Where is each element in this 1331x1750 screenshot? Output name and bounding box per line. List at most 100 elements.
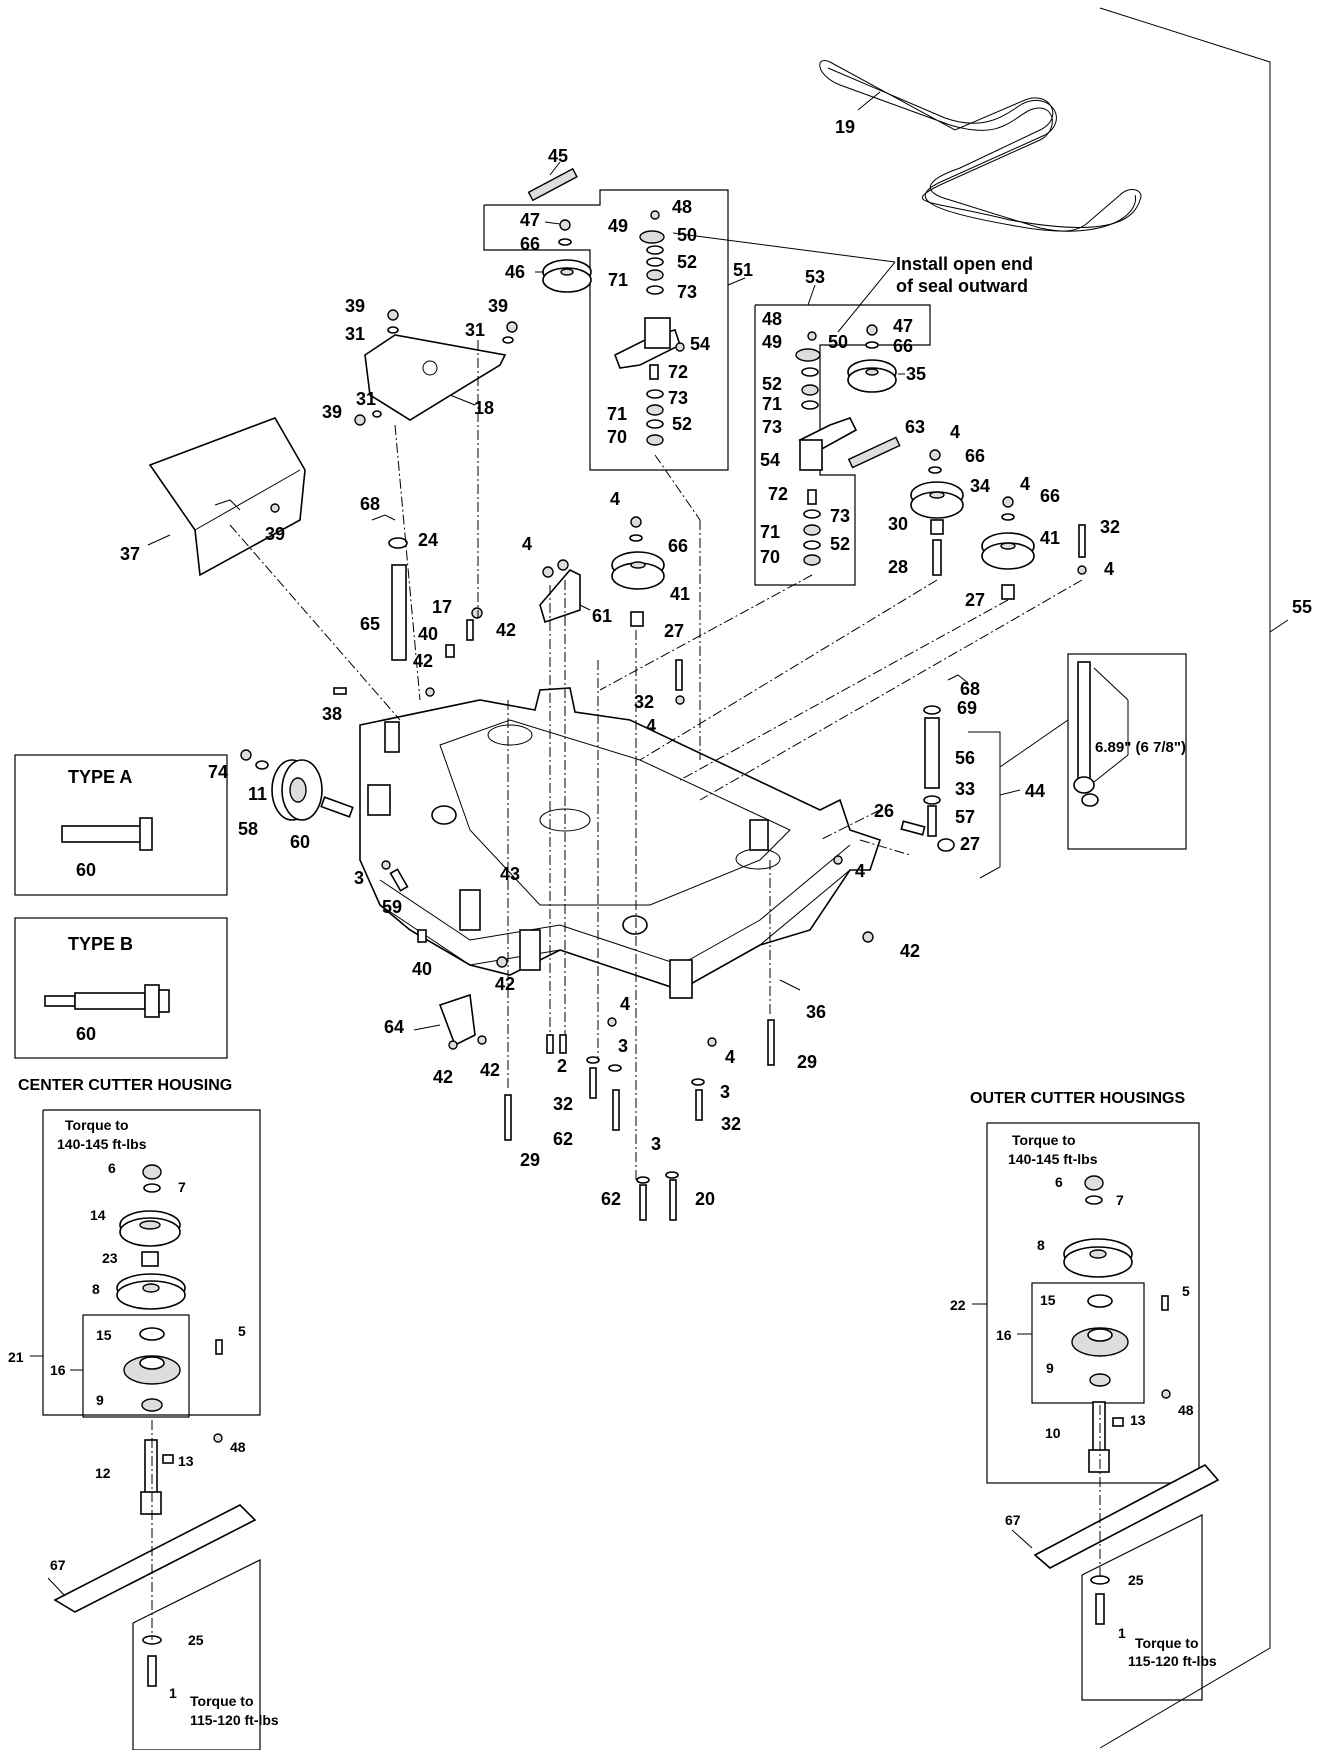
center-cutter-title: CENTER CUTTER HOUSING: [18, 1077, 232, 1094]
callout-35: 35: [906, 364, 926, 384]
callout-40a: 40: [418, 624, 438, 644]
type-b-label: TYPE B: [68, 934, 133, 954]
callout-44: 44: [1025, 781, 1045, 801]
callout-31a: 31: [345, 324, 365, 344]
callout-27b: 27: [965, 590, 985, 610]
callout-52c: 52: [762, 374, 782, 394]
callout-66c: 66: [668, 536, 688, 556]
callout-73d: 73: [830, 506, 850, 526]
callout-63: 63: [905, 417, 925, 437]
torque-outer-lower-2: 115-120 ft-lbs: [1128, 1653, 1217, 1669]
callout-k23: 23: [102, 1250, 118, 1266]
callout-o7: 7: [1116, 1192, 1124, 1208]
belt-shield-18: 39 39 31 31 18 39 31: [322, 296, 518, 426]
pulley-34: 4 66 34 30 28: [888, 422, 990, 577]
callout-50b: 50: [828, 332, 848, 352]
callout-51: 51: [733, 260, 753, 280]
callout-48b: 48: [762, 309, 782, 329]
callout-k7: 7: [178, 1179, 186, 1195]
callout-27a: 27: [664, 621, 684, 641]
callout-72b: 72: [768, 484, 788, 504]
callout-73a: 73: [677, 282, 697, 302]
torque-center-lower-2: 115-120 ft-lbs: [190, 1712, 279, 1728]
callout-17: 17: [432, 597, 452, 617]
callout-42b: 42: [496, 620, 516, 640]
callout-49b: 49: [762, 332, 782, 352]
callout-39a: 39: [345, 296, 365, 316]
callout-20: 20: [695, 1189, 715, 1209]
alignment-lines: [229, 340, 1083, 1180]
callout-k67: 67: [50, 1557, 66, 1573]
callout-k6: 6: [108, 1160, 116, 1176]
callout-43: 43: [500, 864, 520, 884]
callout-4d: 4: [950, 422, 960, 442]
type-a-label: TYPE A: [68, 767, 132, 787]
callout-k15: 15: [96, 1327, 112, 1343]
callout-42a: 42: [413, 651, 433, 671]
callout-54b: 54: [760, 450, 780, 470]
torque-outer-upper-1: Torque to: [1012, 1132, 1076, 1148]
callout-o16: 16: [996, 1327, 1012, 1343]
assembly-bracket-55: 55: [1099, 7, 1312, 1749]
callout-30: 30: [888, 514, 908, 534]
callout-59: 59: [382, 897, 402, 917]
callout-60b: 60: [76, 860, 96, 880]
callout-4f: 4: [1104, 559, 1114, 579]
callout-48a: 48: [672, 197, 692, 217]
idler-bearing-stack-a: 48 49 50 52 71 73 54 72 73 71 52 70: [607, 197, 710, 447]
callout-k13: 13: [178, 1453, 194, 1469]
callout-49a: 49: [608, 216, 628, 236]
callout-18: 18: [474, 398, 494, 418]
idler-arm-assembly-53: 53 48 49 50 52 71 73 54 72 73 71 52 70 4…: [754, 267, 931, 586]
callout-4c: 4: [646, 716, 656, 736]
callout-k1: 1: [169, 1685, 177, 1701]
callout-3c: 3: [720, 1082, 730, 1102]
callout-o5: 5: [1182, 1283, 1190, 1299]
callout-k16: 16: [50, 1362, 66, 1378]
callout-11: 11: [248, 784, 267, 804]
callout-28: 28: [888, 557, 908, 577]
center-cutter-housing: CENTER CUTTER HOUSING 21 Torque to 140-1…: [8, 1077, 279, 1750]
callout-29a: 29: [797, 1052, 817, 1072]
callout-52b: 52: [672, 414, 692, 434]
spring-45: 45: [527, 146, 578, 202]
callout-o48: 48: [1178, 1402, 1194, 1418]
callout-62a: 62: [553, 1129, 573, 1149]
callout-k14: 14: [90, 1207, 106, 1223]
discharge-chute-37: 39 37: [120, 417, 306, 577]
callout-32c: 32: [553, 1094, 573, 1114]
callout-k25: 25: [188, 1632, 204, 1648]
callout-45: 45: [548, 146, 568, 166]
callout-61: 61: [592, 606, 612, 626]
callout-37: 37: [120, 544, 140, 564]
pulley-41-right: 4 66 41 32 27 4: [965, 474, 1120, 610]
callout-42e: 42: [433, 1067, 453, 1087]
callout-39b: 39: [488, 296, 508, 316]
callout-2: 2: [557, 1056, 567, 1076]
callout-24: 24: [418, 530, 438, 550]
callout-4e: 4: [1020, 474, 1030, 494]
callout-52a: 52: [677, 252, 697, 272]
callout-32d: 32: [721, 1114, 741, 1134]
callout-32a: 32: [634, 692, 654, 712]
callout-4a: 4: [522, 534, 532, 554]
height-shaft-65: 68 24 65: [360, 494, 438, 661]
callout-o8: 8: [1037, 1237, 1045, 1253]
callout-69: 69: [957, 698, 977, 718]
idler-pulley-46-group: 47 66 46: [505, 210, 592, 293]
lower-fasteners: 40 42 64 42 42 2 4 4 29 3 32 3 32 62 29 …: [384, 929, 817, 1221]
callout-66a: 66: [520, 234, 540, 254]
callout-o13: 13: [1130, 1412, 1146, 1428]
callout-58: 58: [238, 819, 258, 839]
callout-3b: 3: [618, 1036, 628, 1056]
install-note-line1: Install open end: [896, 254, 1033, 274]
callout-o67: 67: [1005, 1512, 1021, 1528]
callout-29b: 29: [520, 1150, 540, 1170]
dimension-note: 6.89" (6 7/8"): [1095, 739, 1186, 756]
callout-31b: 31: [465, 320, 485, 340]
callout-42c: 42: [900, 941, 920, 961]
misc-fasteners-upper-left: 17 40 42 42: [413, 597, 516, 697]
callout-36: 36: [806, 1002, 826, 1022]
bracket-61: 4 61: [522, 534, 612, 626]
